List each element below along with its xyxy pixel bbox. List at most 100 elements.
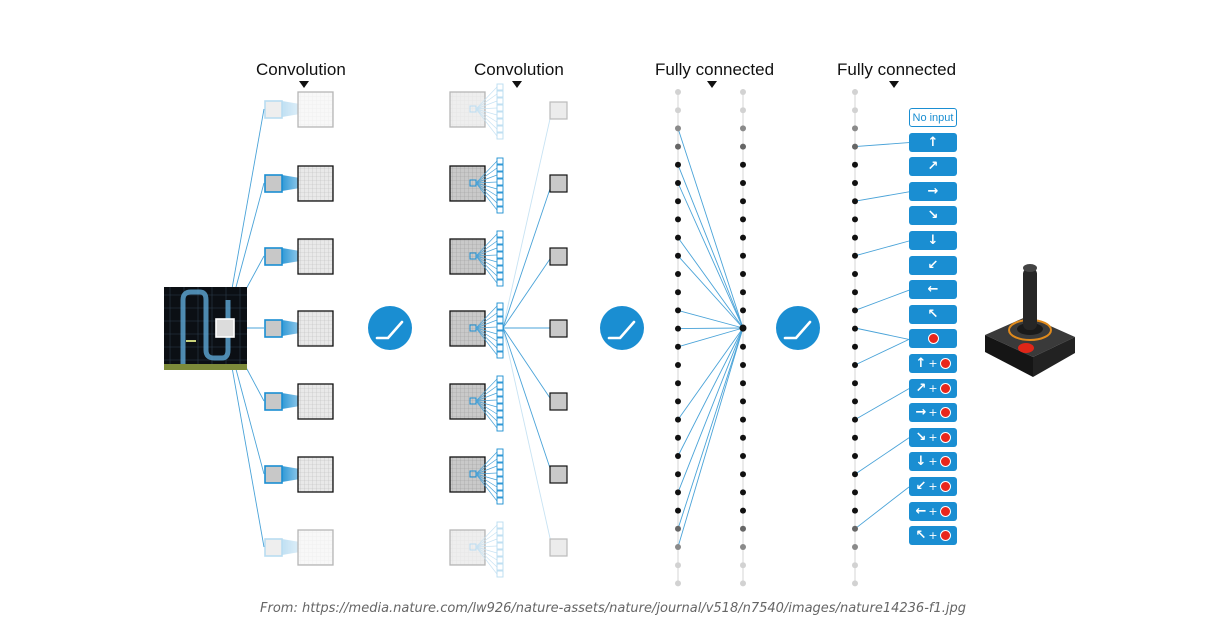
fc2-node [740, 89, 746, 95]
fc2-node [740, 216, 746, 223]
fc3-node [852, 453, 858, 459]
kernel-link-line [475, 254, 498, 257]
kernel-link-line [475, 546, 498, 568]
fire-button-icon [939, 431, 951, 443]
plus-glyph: + [928, 357, 938, 370]
kernel-link-line [475, 108, 498, 137]
action-button: ↑+ [909, 354, 957, 373]
feature-map-square [449, 529, 486, 566]
feature-map-square [297, 165, 334, 202]
up-arrow-icon: ↑ [927, 134, 939, 150]
kernel-cell [496, 132, 504, 140]
kernel-cell [496, 125, 504, 133]
connection-line [854, 191, 910, 202]
fc1-node [675, 544, 681, 550]
joystick-side-left [985, 335, 1033, 377]
kernel-link-line [475, 182, 498, 190]
kernel-link-line [475, 100, 498, 110]
fc3-node [852, 398, 858, 405]
fc1-node [675, 507, 681, 514]
kernel-cell [496, 469, 504, 477]
up-right-arrow-icon: ↗ [915, 380, 927, 396]
kernel-cell [496, 337, 504, 345]
kernel-square [469, 543, 477, 551]
kernel-link-line [475, 255, 498, 277]
kernel-cell [496, 497, 504, 505]
kernel-cell [496, 316, 504, 324]
kernel-cell [496, 448, 504, 456]
action-button: →+ [909, 403, 957, 423]
fc2-node [740, 544, 746, 550]
fc2-node [740, 180, 746, 186]
fc2-node [740, 489, 746, 496]
kernel-square [264, 392, 283, 411]
kernel-cell [496, 265, 504, 273]
fc1-node [675, 252, 681, 259]
plus-glyph: + [928, 504, 938, 518]
kernel-square [264, 538, 283, 557]
fc3-node [852, 271, 858, 277]
feature-map-square [449, 383, 486, 420]
kernel-cell [496, 382, 504, 390]
triangle-down-icon [707, 81, 717, 88]
joystick-top [985, 316, 1075, 357]
connection-line [677, 327, 744, 548]
kernel-link-line [475, 546, 498, 561]
right-arrow-icon: → [915, 405, 927, 421]
fire-button-icon [939, 407, 951, 419]
feature-map-square [449, 91, 486, 128]
connection-line [677, 327, 744, 330]
fc3-node [852, 489, 858, 496]
connection-line [677, 128, 744, 329]
conv1-feature-map [264, 529, 334, 566]
feature-map-square [449, 456, 486, 493]
connection-line [502, 327, 553, 402]
kernel-cell [496, 171, 504, 179]
feature-map-square [297, 456, 334, 493]
kernel-cell [496, 462, 504, 470]
fc3-node [852, 434, 858, 441]
fire-button-icon [939, 481, 951, 492]
kernel-link-line [475, 326, 498, 329]
joystick-side-right [1033, 337, 1075, 377]
kernel-link-line [475, 378, 498, 402]
action-button: ↘ [909, 206, 957, 226]
kernel-square [264, 465, 283, 484]
connection-line [502, 327, 553, 548]
conv2-feature-map [449, 521, 504, 578]
fc1-node [675, 89, 681, 95]
kernel-cell [496, 570, 504, 578]
fc3-node [852, 216, 858, 223]
kernel-link-line [475, 107, 498, 110]
kernel-cell [496, 279, 504, 287]
joystick-icon [985, 264, 1075, 377]
fc3-node [852, 416, 858, 423]
connection-line [677, 327, 744, 493]
action-button: No input [909, 108, 957, 127]
kernel-link-line [475, 93, 498, 110]
fc2-node [740, 362, 746, 368]
kernel-link-line [475, 458, 498, 475]
conv2-feature-map [449, 302, 504, 359]
fc2-node [740, 143, 746, 150]
plus-glyph: + [928, 480, 938, 493]
action-button: ↗ [909, 157, 957, 177]
relu-curve [783, 320, 812, 340]
feature-map-square [297, 91, 334, 128]
conv1-feature-map [264, 238, 334, 275]
kernel-link-line [475, 108, 498, 130]
fc3-node [852, 125, 858, 132]
kernel-link-line [475, 473, 498, 481]
kernel-link-line [475, 108, 498, 116]
fc1-node [675, 107, 681, 114]
kernel-link-line [475, 451, 498, 475]
fc2-node [740, 252, 746, 259]
kernel-link-line [475, 182, 498, 211]
kernel-link-line [475, 473, 498, 488]
kernel-cell [496, 323, 504, 331]
conv1-feature-map [264, 456, 334, 493]
fc2-node [740, 271, 746, 277]
fc2-node [740, 434, 746, 441]
relu-circle [600, 306, 644, 350]
